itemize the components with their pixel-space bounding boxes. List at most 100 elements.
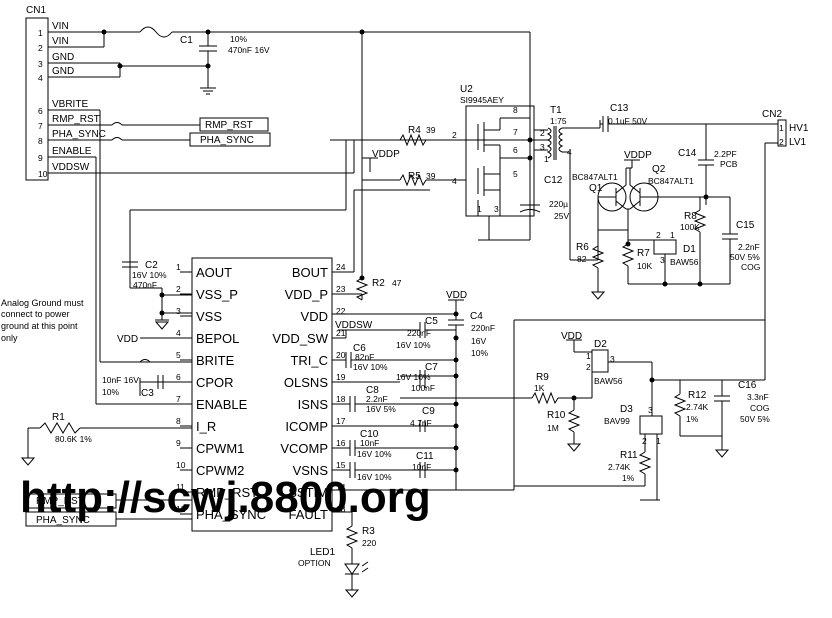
ic-right-pin-number: 14 (336, 482, 346, 492)
c15-ref: C15 (736, 220, 755, 231)
t1-ratio: 1:75 (550, 116, 567, 126)
u2-pin2: 2 (452, 130, 457, 140)
sense-network: R9 1K R10 1M VDD D2 1 2 3 BAW56 R12 2.74… (514, 320, 770, 501)
c10-ref: C10 (360, 429, 379, 440)
c4-val1: 220nF (471, 323, 495, 333)
ic-left-pin-name: AOUT (196, 265, 232, 280)
gate-drivers: R4 39 R5 39 VDDP (330, 125, 466, 210)
q1-part: BC847ALT1 (572, 172, 618, 182)
ic-right-pin-number: 24 (336, 262, 346, 272)
connector-cn1: CN1 1VIN2VIN3GND4GND6VBRITE7RMP_RST8PHA_… (25, 5, 106, 181)
q1-ref: Q1 (589, 183, 603, 194)
ic-right-pin-number: 16 (336, 438, 346, 448)
output-section: C13 0.1uF 50V CN2 1 HV1 2 LV1 C14 2.2PF … (599, 103, 809, 195)
d3-part: BAV99 (604, 416, 630, 426)
r6-ref: R6 (576, 242, 589, 253)
ic-left-pin-number: 3 (176, 306, 181, 316)
ic-left-pin-name: RMP_RST (196, 485, 258, 500)
r1-ref: R1 (52, 412, 65, 423)
d2-ref: D2 (594, 339, 607, 350)
led1-val: OPTION (298, 558, 331, 568)
vddp-left-label: VDDP (372, 149, 400, 160)
cn2-ref: CN2 (762, 109, 782, 120)
cn1-pin-net: VIN (52, 36, 69, 47)
r8-ref: R8 (684, 211, 697, 222)
cn1-wiring (48, 26, 530, 405)
d2-pin3: 3 (610, 354, 615, 364)
c16-val3: 50V 5% (740, 414, 770, 424)
d3-pin1: 1 (656, 436, 661, 446)
vdd-left-label: VDD (117, 334, 138, 345)
d1-ref: D1 (683, 244, 696, 255)
t1-pin3: 3 (540, 142, 545, 152)
led1-ref: LED1 (310, 547, 335, 558)
c8-val1: 2.2nF (366, 394, 388, 404)
c9-val1: 4.7nF (410, 418, 432, 428)
ic-right-pin-number: 18 (336, 394, 346, 404)
ic-right-pin-name: VCOMP (280, 441, 328, 456)
c13-ref: C13 (610, 103, 629, 114)
cn1-pin-net: ENABLE (52, 146, 92, 157)
ic-right-labels: R2 47 C4 220nF 16V 10% C5 220nF 16V 10% … (298, 278, 495, 568)
cn1-pin-number: 1 (38, 28, 43, 38)
c3-ref: C3 (141, 388, 154, 399)
pha-sync-box-label: PHA_SYNC (200, 135, 254, 146)
c7-val2: 100nF (411, 383, 435, 393)
u2-pin4: 4 (452, 176, 457, 186)
note-line-2: connect to power (1, 309, 70, 319)
c4-ref: C4 (470, 311, 483, 322)
r3-val: 220 (362, 538, 376, 548)
ic-right-pin-name: SSTIM (288, 485, 328, 500)
c4-val2: 16V (471, 336, 486, 346)
note-line-1: Analog Ground must (1, 298, 84, 308)
r12-val1: 2.74K (686, 402, 709, 412)
d1-body (653, 239, 677, 255)
cn1-pin-net: VDDSW (52, 162, 90, 173)
r10-ref: R10 (547, 410, 566, 421)
c16-val1: 3.3nF (747, 392, 769, 402)
c3-val2: 10% (102, 387, 119, 397)
ic-right-pin-name: VDD (301, 309, 328, 324)
cn1-ref: CN1 (26, 5, 46, 16)
cn2-body (777, 119, 787, 147)
ic-right-wiring: VDD VDDSW (332, 32, 766, 598)
u2-part: SI9945AEY (460, 95, 504, 105)
transistors: BC847ALT1 Q1 Q2 BC847ALT1 VDDP (572, 150, 707, 260)
cn1-pin-number: 8 (38, 136, 43, 146)
ic-left-pin-number: 11 (176, 482, 185, 492)
vddp-q-label: VDDP (624, 150, 652, 161)
cn1-pin-number: 2 (38, 43, 43, 53)
r9-ref: R9 (536, 372, 549, 383)
net-label-boxes: RMP_RST PHA_SYNC RMP_RST PHA_SYNC (25, 117, 271, 527)
ic-left-pin-number: 5 (176, 350, 181, 360)
c2-val1: 16V 10% (132, 270, 167, 280)
note-line-4: only (1, 333, 18, 343)
ic-left-pin-number: 4 (176, 328, 181, 338)
d1-pin1: 1 (670, 230, 675, 240)
d2-body (591, 349, 609, 373)
cn1-pin-net: VBRITE (52, 99, 88, 110)
cn1-pin-number: 7 (38, 121, 43, 131)
d3-body (639, 415, 663, 435)
ic-right-pin-number: 23 (336, 284, 346, 294)
r11-val1: 2.74K (608, 462, 631, 472)
u2-pin1: 1 (477, 204, 482, 214)
ic-left-pin-name: PHA_SYNC (196, 507, 266, 522)
c5-ref: C5 (425, 316, 438, 327)
ic-left-pin-name: BEPOL (196, 331, 239, 346)
c14-val2: PCB (720, 159, 738, 169)
ic-right-pin-number: 21 (336, 328, 346, 338)
r12-val2: 1% (686, 414, 699, 424)
ic-right-pin-number: 15 (336, 460, 346, 470)
c14-val1: 2.2PF (714, 149, 737, 159)
u2-pin6: 6 (513, 145, 518, 155)
ic-left-pin-number: 2 (176, 284, 181, 294)
c7-ref: C7 (425, 362, 438, 373)
cn1-pin-number: 10 (38, 169, 48, 179)
ic-right-pin-name: ISNS (298, 397, 329, 412)
cn1-pin-number: 4 (38, 73, 43, 83)
u2-pin3: 3 (494, 204, 499, 214)
c11-ref: C11 (416, 451, 434, 462)
c3-val1: 10nF 16V (102, 375, 139, 385)
